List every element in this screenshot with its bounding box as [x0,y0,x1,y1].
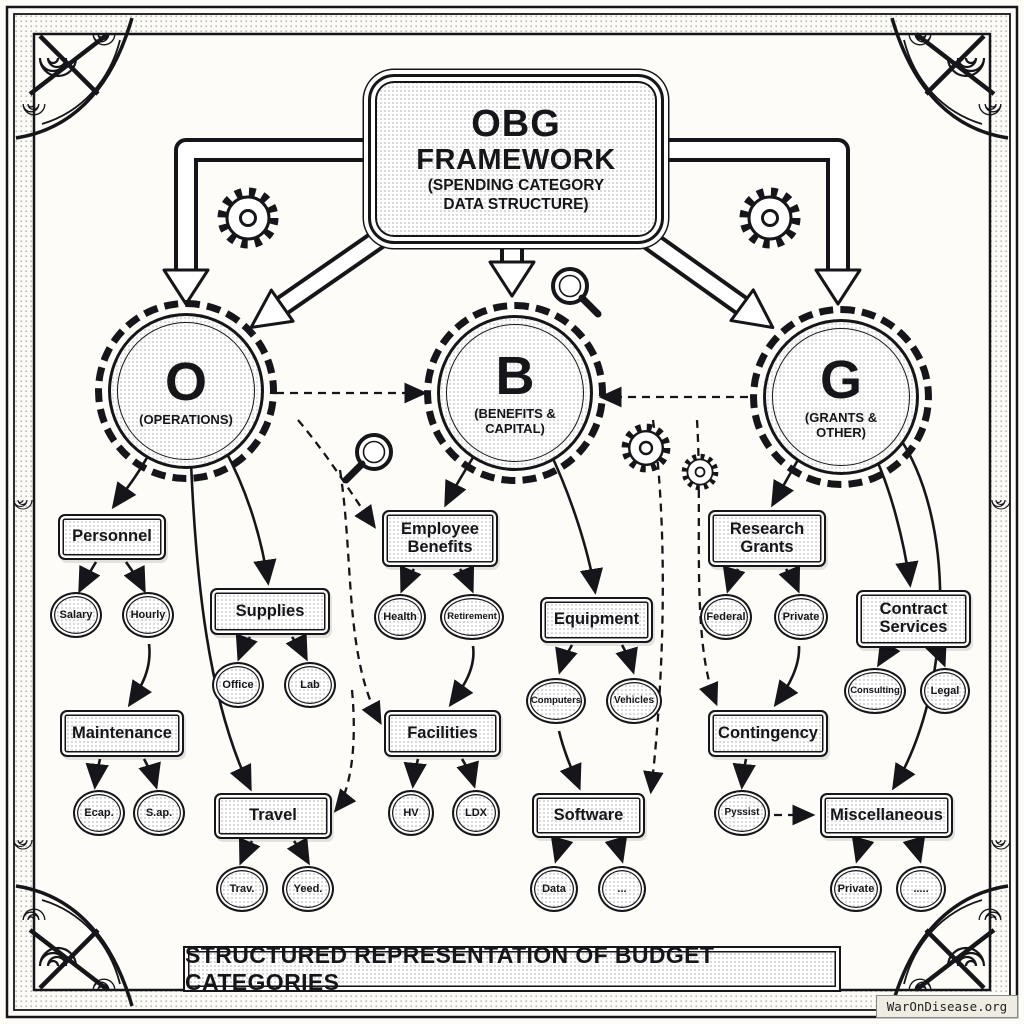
leaf-software-more: ... [598,866,646,912]
leaf-misc-private: Private [830,866,882,912]
leaf-lab: Lab [284,662,336,708]
leaf-health: Health [374,594,426,640]
category-maintenance: Maintenance [60,710,184,757]
leaf-federal: Federal [700,594,752,640]
node-operations-label: (OPERATIONS) [139,411,233,427]
category-personnel: Personnel [58,514,166,560]
category-contingency: Contingency [708,710,828,757]
category-equipment: Equipment [540,597,653,643]
node-grants-letter: G [819,350,862,411]
leaf-ecap: Ecap. [73,790,125,836]
leaf-hourly: Hourly [122,592,174,638]
leaf-hv: HV [388,790,434,836]
title-subtitle-1: (SPENDING CATEGORY [427,177,605,195]
node-operations: O (OPERATIONS) [95,300,277,482]
footer-banner: STRUCTURED REPRESENTATION OF BUDGET CATE… [183,942,841,995]
leaf-private-grant: Private [774,594,828,640]
category-supplies: Supplies [210,588,330,635]
node-grants-label: (GRANTS & OTHER) [804,410,878,440]
category-miscellaneous: Miscellaneous [820,793,953,838]
leaf-retirement: Retirement [440,594,504,640]
category-employee-benefits: Employee Benefits [382,510,498,567]
leaf-misc-more: ..... [896,866,946,912]
title-box: OBG FRAMEWORK (SPENDING CATEGORY DATA ST… [368,74,664,244]
watermark: WarOnDisease.org [876,995,1018,1018]
title-subtitle-2: DATA STRUCTURE) [443,196,589,213]
category-facilities: Facilities [384,710,501,757]
leaf-pyssist: Pyssist [714,790,770,836]
connectors-dashed [276,382,816,826]
category-software: Software [532,793,645,838]
leaf-data: Data [530,866,578,912]
leaf-sap: S.ap. [133,790,185,836]
title-acronym: OBG [471,103,561,146]
category-travel: Travel [214,793,332,839]
connectors-solid [78,433,947,866]
leaf-consulting: Consulting [844,668,906,714]
title-framework: FRAMEWORK [416,144,616,177]
node-grants-other: G (GRANTS & OTHER) [750,306,932,488]
leaf-trav: Trav. [216,866,268,912]
category-contract-services: Contract Services [856,590,971,648]
node-operations-letter: O [164,351,207,412]
node-benefits-letter: B [495,346,535,407]
leaf-ldx: LDX [452,790,500,836]
leaf-vehicles: Vehicles [606,678,662,724]
category-research-grants: Research Grants [708,510,826,567]
node-benefits-label: (BENEFITS & CAPITAL) [474,406,556,436]
node-benefits-capital: B (BENEFITS & CAPITAL) [424,302,606,484]
leaf-legal: Legal [920,668,970,714]
leaf-yeed: Yeed. [282,866,334,912]
leaf-computers: Computers [526,678,586,724]
leaf-office: Office [212,662,264,708]
leaf-salary: Salary [50,592,102,638]
